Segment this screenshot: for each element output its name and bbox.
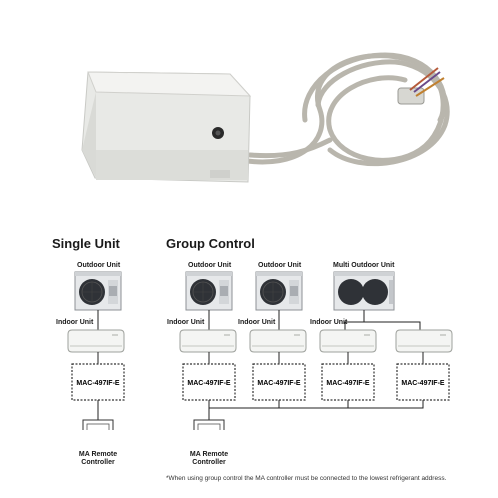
cable-illustration <box>237 52 450 167</box>
label-remote-single: MA Remote Controller <box>78 451 118 466</box>
label-remote-group: MA Remote Controller <box>189 451 229 466</box>
label-outdoor-single: Outdoor Unit <box>77 262 121 269</box>
indoor-unit-group-2-icon <box>249 329 307 353</box>
outdoor-unit-single-icon <box>74 271 122 311</box>
remote-controller-single-icon <box>82 419 114 430</box>
group-bus-line <box>208 400 424 409</box>
wiring-diagram: MAC-497IF-E MAC-497IF-E MAC-497IF-E MAC-… <box>67 271 453 430</box>
indoor-unit-group-3-icon <box>319 329 377 353</box>
interface-box <box>81 71 252 183</box>
remote-controller-group-icon <box>193 419 225 430</box>
label-indoor-group-2: Indoor Unit <box>238 319 276 326</box>
indoor-unit-group-1-icon <box>179 329 237 353</box>
interface-label-group-3: MAC-497IF-E <box>326 380 370 387</box>
interface-box-group-1: MAC-497IF-E <box>182 363 236 401</box>
outdoor-unit-group-2-icon <box>255 271 303 311</box>
interface-box-group-2: MAC-497IF-E <box>252 363 306 401</box>
cable-connector <box>397 67 445 105</box>
indoor-unit-single-icon <box>67 329 125 353</box>
multi-outdoor-unit-icon <box>333 271 395 311</box>
label-indoor-single: Indoor Unit <box>56 319 94 326</box>
footnote: *When using group control the MA control… <box>166 475 447 482</box>
label-outdoor-group-2: Outdoor Unit <box>258 262 302 269</box>
interface-box-group-4: MAC-497IF-E <box>396 363 450 401</box>
interface-label-group-2: MAC-497IF-E <box>257 380 301 387</box>
outdoor-unit-group-1-icon <box>185 271 233 311</box>
section-title-group: Group Control <box>166 236 255 251</box>
interface-label-single: MAC-497IF-E <box>76 380 120 387</box>
interface-label-group-1: MAC-497IF-E <box>187 380 231 387</box>
indoor-unit-group-4-icon <box>395 329 453 353</box>
label-indoor-group-1: Indoor Unit <box>167 319 205 326</box>
label-multi-outdoor: Multi Outdoor Unit <box>333 262 395 269</box>
interface-box-group-3: MAC-497IF-E <box>321 363 375 401</box>
label-indoor-group-3: Indoor Unit <box>310 319 348 326</box>
interface-device-photo <box>81 52 450 183</box>
section-title-single: Single Unit <box>52 236 120 251</box>
interface-box-single: MAC-497IF-E <box>71 363 125 401</box>
label-outdoor-group-1: Outdoor Unit <box>188 262 232 269</box>
interface-label-group-4: MAC-497IF-E <box>401 380 445 387</box>
